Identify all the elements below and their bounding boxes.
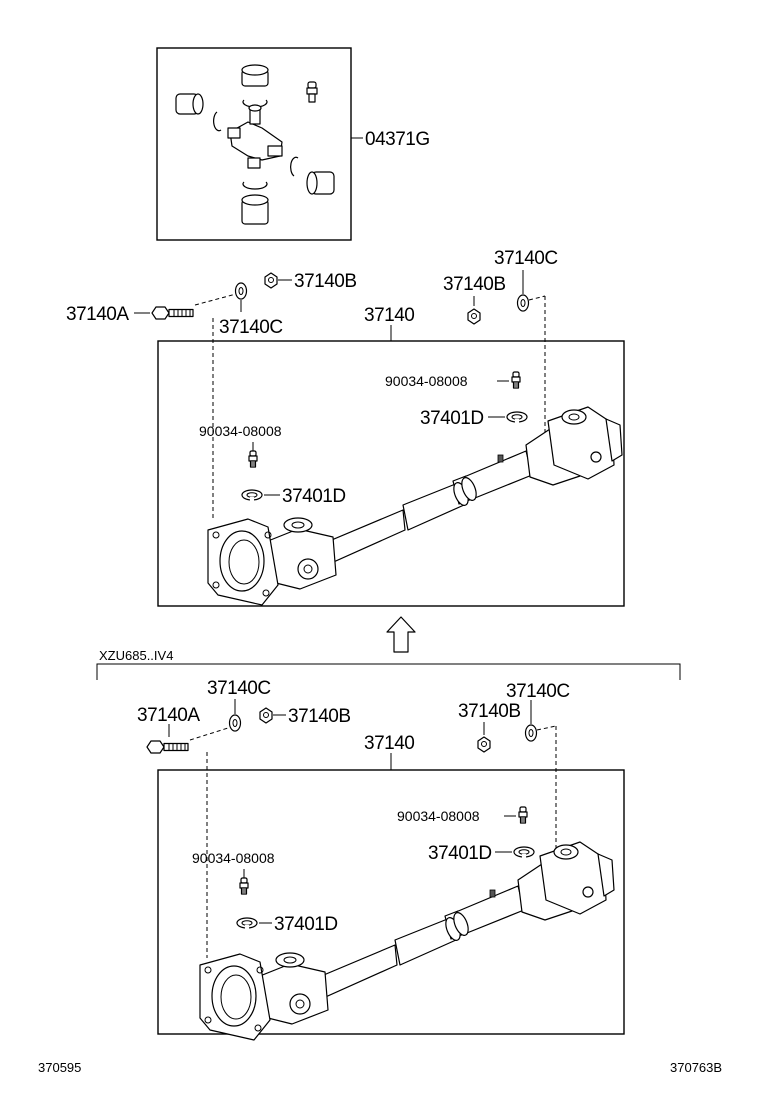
kit-grease-fitting <box>306 81 318 103</box>
bottom-clip-right <box>513 846 535 859</box>
bottom-shaft-frame <box>157 769 625 1035</box>
top-bolt <box>151 306 194 320</box>
top-shaft-label: 37140 <box>364 305 414 326</box>
top-shaft-frame <box>157 340 625 607</box>
top-washer-left <box>234 282 248 300</box>
top-nut-left <box>264 272 278 289</box>
variant-bracket: XZU685..IV4 <box>96 648 681 680</box>
top-clip-right <box>506 411 528 424</box>
bottom-washer-left-label: 37140C <box>207 678 271 699</box>
top-bolt-dash <box>194 293 237 306</box>
top-washer-left-label: 37140C <box>219 317 283 338</box>
bottom-washer-right-dash <box>536 725 557 731</box>
bottom-washer-left <box>228 714 242 732</box>
bottom-nut-right-label: 37140B <box>458 701 521 722</box>
bottom-grease-left-label: 90034-08008 <box>192 850 275 866</box>
bottom-clip-left <box>236 917 258 930</box>
upgrade-arrow-icon <box>386 616 416 653</box>
cross-spider <box>227 104 283 169</box>
top-nut-left-label: 37140B <box>294 271 357 292</box>
variant-code-label: XZU685..IV4 <box>99 648 173 663</box>
top-bolt-label: 37140A <box>66 304 129 325</box>
variant-bracket-line <box>96 663 681 680</box>
kit-frame <box>156 47 352 241</box>
bearing-cup-top <box>241 64 269 87</box>
top-nut-right-label: 37140B <box>443 274 506 295</box>
top-grease-right-label: 90034-08008 <box>385 373 468 389</box>
top-clip-left <box>241 489 263 502</box>
top-grease-left-label: 90034-08008 <box>199 423 282 439</box>
bottom-nut-left <box>259 707 273 724</box>
bottom-grease-right <box>518 806 528 824</box>
snap-ring-left <box>213 111 222 132</box>
bearing-cup-left <box>175 93 204 115</box>
snap-ring-bottom <box>242 181 268 190</box>
footer-left-code: 370595 <box>38 1060 81 1075</box>
universal-joint-kit: 04371G <box>156 47 430 241</box>
bottom-washer-right-label: 37140C <box>506 681 570 702</box>
top-shaft-assembly: 37140A 37140B 37140C 37140B 37140C 37140… <box>66 248 625 607</box>
bottom-propeller-shaft <box>199 841 615 1041</box>
bottom-shaft-assembly: 37140C 37140A 37140B 37140B 37140C 37140… <box>137 678 625 1041</box>
top-nut-right <box>467 308 481 325</box>
bottom-grease-right-label: 90034-08008 <box>397 808 480 824</box>
snap-ring-right <box>290 156 299 177</box>
kit-part-label: 04371G <box>365 129 430 150</box>
top-clip-left-label: 37401D <box>282 486 346 507</box>
bottom-washer-right <box>524 724 538 742</box>
bottom-nut-left-label: 37140B <box>288 706 351 727</box>
top-grease-right <box>511 371 521 389</box>
bottom-grease-left <box>239 877 249 895</box>
top-washer-right-dash <box>528 295 546 301</box>
bottom-bolt-dash <box>189 727 229 741</box>
bottom-bolt-label: 37140A <box>137 705 200 726</box>
bottom-shaft-label: 37140 <box>364 733 414 754</box>
bottom-bolt <box>146 740 189 754</box>
top-grease-left <box>248 450 258 468</box>
bearing-cup-right <box>306 171 335 195</box>
top-washer-right <box>516 294 530 312</box>
footer-right-code: 370763B <box>670 1060 722 1075</box>
bottom-clip-right-label: 37401D <box>428 843 492 864</box>
top-washer-right-label: 37140C <box>494 248 558 269</box>
top-clip-right-label: 37401D <box>420 408 484 429</box>
bottom-clip-left-label: 37401D <box>274 914 338 935</box>
bottom-nut-right <box>477 736 491 753</box>
bearing-cup-bottom <box>241 194 269 225</box>
